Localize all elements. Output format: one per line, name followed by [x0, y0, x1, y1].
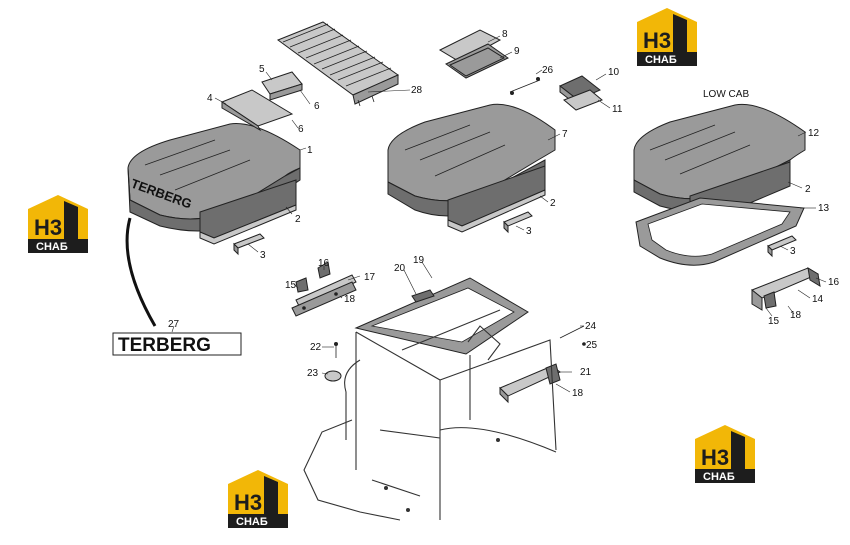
- leader-lines: [171, 35, 827, 393]
- callout-22: 22: [310, 342, 322, 353]
- callout-8: 8: [502, 29, 508, 40]
- callout-5: 5: [259, 64, 265, 75]
- hardware-small: [324, 325, 586, 382]
- callout-17: 17: [364, 272, 376, 283]
- callout-27: 27: [168, 319, 180, 330]
- mount-bracket-left: [291, 261, 357, 317]
- roof-hatch-parts: [438, 29, 603, 111]
- watermark-top-text: H3: [234, 490, 262, 515]
- seat-pad-small: [220, 71, 303, 132]
- callout-12: 12: [808, 128, 820, 139]
- callout-19: 19: [413, 255, 425, 266]
- seat-cushion-center: [387, 103, 556, 233]
- spacer-bar-center: [503, 211, 533, 234]
- callout-3: 3: [260, 250, 266, 261]
- callout-2: 2: [550, 198, 556, 209]
- callout-21: 21: [580, 367, 592, 378]
- roof-frame: [354, 277, 529, 355]
- watermark-bottom-text: СНАБ: [236, 516, 268, 528]
- callout-3: 3: [790, 246, 796, 257]
- callout-28: 28: [411, 85, 423, 96]
- low-cab-frame: [635, 197, 805, 266]
- callout-1: 1: [307, 145, 313, 156]
- watermark-logo: H3 СНАБ: [228, 470, 288, 528]
- callout-2: 2: [805, 184, 811, 195]
- mount-bracket-right: [751, 267, 821, 311]
- cab-frame: [303, 309, 557, 521]
- watermark-bottom-text: СНАБ: [645, 54, 677, 66]
- callout-24: 24: [585, 321, 597, 332]
- callout-14: 14: [812, 294, 824, 305]
- callout-18: 18: [572, 388, 584, 399]
- watermark-logo: H3 СНАБ: [637, 8, 697, 66]
- spacer-bar-right: [767, 235, 797, 258]
- callout-26: 26: [542, 65, 554, 76]
- callout-16: 16: [318, 258, 330, 269]
- callout-20: 20: [394, 263, 406, 274]
- decal-brand-label: TERBERG: [118, 335, 211, 356]
- callouts: 1 2 3 4 5 6 6 28 8 9 26 10 11 7 2 3 12 2…: [168, 29, 840, 399]
- mount-bracket-21: [499, 363, 561, 404]
- callout-13: 13: [818, 203, 830, 214]
- watermark-logo: H3 СНАБ: [28, 195, 88, 253]
- callout-25: 25: [586, 340, 598, 351]
- callout-2: 2: [295, 214, 301, 225]
- brand-decal: TERBERG: [112, 217, 242, 356]
- callout-4: 4: [207, 93, 213, 104]
- callout-15: 15: [285, 280, 297, 291]
- watermark-bottom-text: СНАБ: [36, 241, 68, 253]
- spacer-bar-left: [233, 233, 265, 256]
- callout-18: 18: [344, 294, 356, 305]
- watermark-top-text: H3: [701, 445, 729, 470]
- callout-6: 6: [314, 101, 320, 112]
- callout-10: 10: [608, 67, 620, 78]
- low-cab-label: LOW CAB: [703, 89, 749, 100]
- watermark-bottom-text: СНАБ: [703, 471, 735, 483]
- watermark-top-text: H3: [643, 28, 671, 53]
- callout-11: 11: [612, 104, 623, 115]
- callout-9: 9: [514, 46, 520, 57]
- callout-7: 7: [562, 129, 568, 140]
- watermark-top-text: H3: [34, 215, 62, 240]
- callout-16: 16: [828, 277, 840, 288]
- roof-grille: [276, 21, 400, 107]
- seat-cushion-left: [127, 123, 301, 245]
- callout-18: 18: [790, 310, 802, 321]
- callout-3: 3: [526, 226, 532, 237]
- callout-15: 15: [768, 316, 780, 327]
- watermark-logo: H3 СНАБ: [695, 425, 755, 483]
- callout-23: 23: [307, 368, 319, 379]
- callout-6: 6: [298, 124, 304, 135]
